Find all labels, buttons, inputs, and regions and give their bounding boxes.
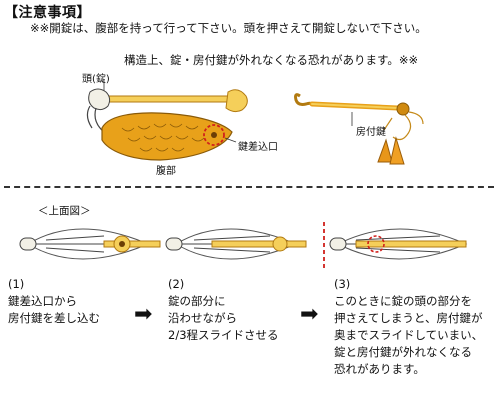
step-3-line-1: このときに錠の頭の部分を [334, 294, 472, 308]
step-2-line-1: 錠の部分に [168, 294, 226, 308]
step-3-line-3: 奥までスライドしていまい、 [334, 328, 484, 342]
step-3-diagram [323, 222, 468, 268]
step-1-text: (1) 鍵差込口から 房付鍵を差し込む [8, 276, 100, 327]
step-3-text: (3) このときに錠の頭の部分を 押さえてしまうと、房付鍵が 奥までスライドして… [334, 276, 483, 378]
step-1-line-1: 鍵差込口から [8, 294, 77, 308]
step-2-number: (2) [168, 277, 185, 291]
step-3-line-5: 恐れがあります。 [334, 362, 425, 376]
top-view-label: ＜上面図＞ [38, 205, 91, 217]
section-divider [4, 186, 494, 188]
notice-line-1: ※※開錠は、腹部を持って行って下さい。頭を押さえて開錠しないで下さい。 [30, 21, 427, 35]
keyhole-highlight [203, 124, 225, 146]
step-3-line-4: 錠と房付鍵が外れなくなる [334, 345, 472, 359]
head-lock-label: 頭(錠) [82, 74, 110, 85]
tassel-key-illustration [294, 93, 424, 165]
notice-title: 【注意事項】 [4, 5, 91, 21]
step-2-text: (2) 錠の部分に 沿わせながら 2/3程スライドさせる [168, 276, 279, 344]
arrow-right-icon-1: ➡ [134, 302, 153, 327]
step-1-line-2: 房付鍵を差し込む [8, 311, 100, 325]
step-2-diagram [165, 228, 307, 260]
step-1-number: (1) [8, 277, 25, 291]
arrow-right-icon-2: ➡ [300, 302, 319, 327]
notice-line-2: 構造上、錠・房付鍵が外れなくなる恐れがあります。※※ [124, 53, 419, 67]
step-3-line-2: 押さえてしまうと、房付鍵が [334, 311, 483, 325]
step-1-diagram [19, 228, 161, 260]
belly-label: 腹部 [156, 166, 176, 177]
step-2-line-2: 沿わせながら [168, 311, 237, 325]
step-2-line-3: 2/3程スライドさせる [168, 328, 279, 342]
tassel-key-label: 房付鍵 [356, 127, 386, 138]
keyhole-label: 鍵差込口 [238, 142, 278, 153]
step-3-number: (3) [334, 277, 351, 291]
